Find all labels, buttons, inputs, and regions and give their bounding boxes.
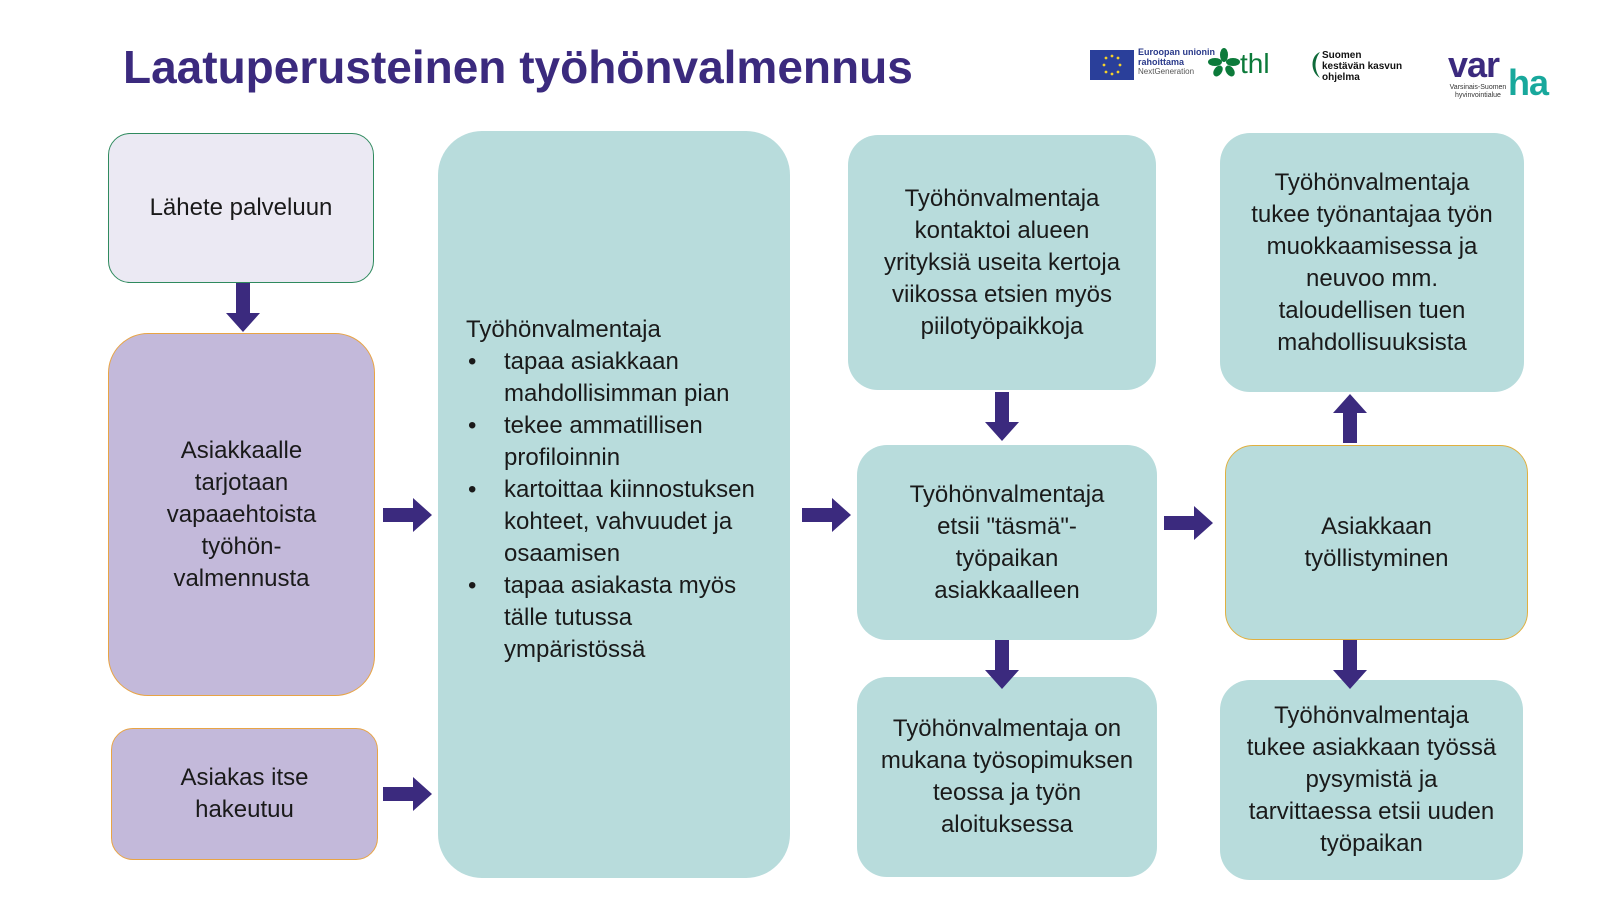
coach-task-item: tapaa asiakkaan mahdollisimman pian — [466, 346, 770, 410]
arrow-right-icon — [383, 498, 432, 532]
coach-tasks-heading: Työhönvalmentaja — [466, 316, 661, 343]
coach-task-list: tapaa asiakkaan mahdollisimman pian teke… — [466, 346, 770, 666]
skk-leaf-icon — [1312, 52, 1320, 78]
box-coach-tasks: Työhönvalmentaja tapaa asiakkaan mahdoll… — [438, 131, 790, 878]
box-support-client: Työhönvalmentaja tukee asiakkaan työssä … — [1220, 680, 1523, 880]
logo-strip: Euroopan unionin rahoittama NextGenerati… — [1090, 44, 1560, 104]
skk-logo-text: Suomen kestävän kasvun ohjelma — [1322, 50, 1403, 83]
arrow-down-icon — [985, 392, 1019, 441]
arrow-up-icon — [1333, 394, 1367, 443]
eu-logo-text: Euroopan unionin rahoittama NextGenerati… — [1138, 47, 1215, 76]
thl-leaf-icon — [1208, 48, 1240, 77]
box-offer: Asiakkaalle tarjotaan vapaaehtoista työh… — [108, 333, 375, 696]
box-support-client-text: Työhönvalmentaja tukee asiakkaan työssä … — [1246, 702, 1497, 857]
arrow-down-icon — [1333, 640, 1367, 689]
coach-task-item: kartoittaa kiinnostuksen kohteet, vahvuu… — [466, 474, 770, 570]
box-support-employer-text: Työhönvalmentaja tukee työnantajaa työn … — [1251, 168, 1493, 356]
box-self-apply: Asiakas itse hakeutuu — [111, 728, 378, 860]
box-contact-companies: Työhönvalmentaja kontaktoi alueen yrityk… — [848, 135, 1156, 390]
box-referral: Lähete palveluun — [108, 133, 374, 283]
box-contract: Työhönvalmentaja on mukana työsopimuksen… — [857, 677, 1157, 877]
varha-logo-var: var — [1448, 44, 1500, 85]
box-employment: Asiakkaan työllistyminen — [1225, 445, 1528, 640]
box-self-apply-text: Asiakas itse hakeutuu — [180, 764, 309, 823]
box-support-employer: Työhönvalmentaja tukee työnantajaa työn … — [1220, 133, 1524, 392]
eu-flag-icon — [1090, 50, 1134, 80]
arrow-right-icon — [802, 498, 851, 532]
box-find-match-text: Työhönvalmentaja etsii "täsmä"-työpaikan… — [909, 480, 1105, 604]
page-title: Laatuperusteinen työhönvalmennus — [123, 41, 913, 93]
arrow-down-icon — [226, 283, 260, 332]
varha-logo-ha: ha — [1508, 62, 1549, 103]
thl-logo-text: thl — [1240, 48, 1270, 79]
arrow-down-icon — [985, 640, 1019, 689]
box-find-match: Työhönvalmentaja etsii "täsmä"-työpaikan… — [857, 445, 1157, 640]
box-contract-text: Työhönvalmentaja on mukana työsopimuksen… — [880, 715, 1134, 838]
varha-logo-subtitle: Varsinais-Suomen hyvinvointialue — [1449, 84, 1507, 99]
coach-task-item: tapaa asiakasta myös tälle tutussa ympär… — [466, 570, 770, 666]
box-contact-companies-text: Työhönvalmentaja kontaktoi alueen yrityk… — [883, 184, 1121, 340]
coach-task-item: tekee ammatillisen profiloinnin — [466, 410, 770, 474]
box-offer-text: Asiakkaalle tarjotaan vapaaehtoista työh… — [166, 436, 317, 592]
arrow-right-icon — [1164, 506, 1213, 540]
box-employment-text: Asiakkaan työllistyminen — [1304, 512, 1449, 572]
box-referral-text: Lähete palveluun — [149, 194, 333, 221]
arrow-right-icon — [383, 777, 432, 811]
